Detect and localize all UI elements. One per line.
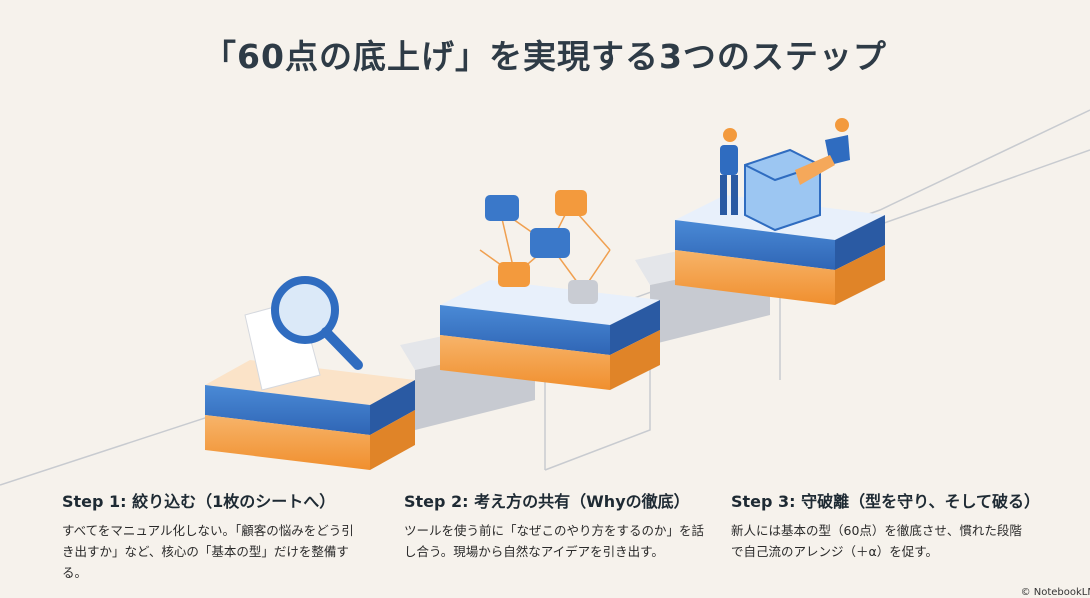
platform-step-1 [205,360,415,470]
platform-step-2 [440,280,660,390]
step-3-heading: Step 3: 守破離（型を守り、そして破る） [731,492,1041,511]
step-2-heading: Step 2: 考え方の共有（Whyの徹底） [404,492,690,511]
step-3-card: Step 3: 守破離（型を守り、そして破る） 新人には基本の型（60点）を徹底… [731,488,1061,562]
magnifier-document-icon [244,276,363,391]
step-2-body: ツールを使う前に「なぜこのやり方をするのか」を話し合う。現場から自然なアイデアを… [404,523,705,559]
page-title: 「60点の底上げ」を実現する3つのステップ [203,37,887,76]
step-1-card: Step 1: 絞り込む（1枚のシートへ） すべてをマニュアル化しない。「顧客の… [62,488,392,583]
step-1-heading: Step 1: 絞り込む（1枚のシートへ） [62,492,336,511]
chat-network-icon [479,190,611,304]
step-1-body: すべてをマニュアル化しない。「顧客の悩みをどう引き出すか」など、核心の「基本の型… [62,523,354,580]
step-2-card: Step 2: 考え方の共有（Whyの徹底） ツールを使う前に「なぜこのやり方を… [404,488,734,562]
step-3-body: 新人には基本の型（60点）を徹底させ、慣れた段階で自己流のアレンジ（＋α）を促す… [731,523,1022,559]
watermark: © NotebookLM [1020,587,1090,598]
people-cube-icon [720,118,850,232]
